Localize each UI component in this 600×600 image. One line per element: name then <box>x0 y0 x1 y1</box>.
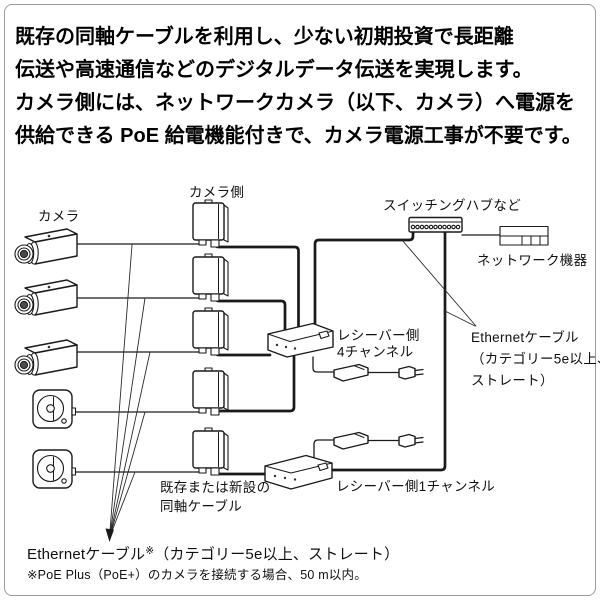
switching-hub-label: スイッチングハブなど <box>383 197 521 213</box>
coax-adapter-icons <box>192 199 229 476</box>
network-device-icon <box>499 225 549 246</box>
ethernet-right-label-line1: Ethernetケーブル <box>471 329 579 345</box>
footnote-label: ※PoE Plus（PoE+）のカメラを接続する場合、50 m以内。 <box>27 567 367 582</box>
power-adapter-icon-1 <box>333 363 369 382</box>
switching-hub-icon <box>408 216 463 233</box>
coax-adapter-icon-2 <box>192 253 229 302</box>
camera-ethernet-cables <box>74 243 204 473</box>
coax-adapter-icon-5 <box>192 427 229 476</box>
network-device-label: ネットワーク機器 <box>477 253 588 268</box>
coax-adapter-icon-3 <box>192 307 229 356</box>
box-camera-icon-3 <box>14 339 78 376</box>
coax-adapter-icon-4 <box>192 367 229 416</box>
hub-ports <box>410 224 461 230</box>
ac-plug-icon-1 <box>398 365 424 380</box>
box-camera-icon-2 <box>14 279 78 316</box>
ethernet-right-label-line2: （カテゴリー5e以上、 <box>471 351 600 367</box>
leader-arrowhead <box>105 528 114 542</box>
ethernet-label-leader-lines <box>105 244 151 542</box>
coax-cable-3 <box>213 347 272 357</box>
ethernet-right-leader-lines <box>401 239 477 327</box>
ethernet-bottom-suffix: （カテゴリー5e以上、ストレート） <box>154 545 399 563</box>
ethernet-bottom-label: Ethernetケーブル※（カテゴリー5e以上、ストレート） <box>27 545 399 563</box>
intro-line-4: 供給できる PoE 給電機能付きで、カメラ電源工事が不要です。 <box>15 125 582 147</box>
receiver-ethernet-cables <box>313 230 501 472</box>
intro-line-2: 伝送や高速通信などのデジタルデータ伝送を実現します。 <box>15 59 533 81</box>
dome-camera-icon-2 <box>32 449 77 489</box>
ac-plug-icon-2 <box>398 433 424 448</box>
intro-line-1: 既存の同軸ケーブルを利用し、少ない初期投資で長距離 <box>15 26 514 48</box>
coax-adapter-icon-1 <box>192 199 229 248</box>
box-camera-icon-1 <box>14 228 78 265</box>
camera-side-label: カメラ側 <box>189 185 244 200</box>
receiver-1ch-icon <box>264 454 333 490</box>
intro-line-3: カメラ側には、ネットワークカメラ（以下、カメラ）へ電源を <box>15 92 575 114</box>
ethernet-right-label-line3: ストレート） <box>471 373 554 388</box>
receiver-4ch-label-line1: レシーバー側 <box>337 328 420 343</box>
dome-camera-icon-1 <box>32 389 77 429</box>
receiver-1ch-label: レシーバー側1チャンネル <box>336 479 495 494</box>
power-adapter-icon-2 <box>333 431 369 450</box>
ethernet-1ch-to-hub <box>330 230 447 472</box>
receiver-4ch-label-line2: 4チャンネル <box>337 345 413 360</box>
ethernet-bottom-prefix: Ethernetケーブル <box>27 545 145 563</box>
camera-label: カメラ <box>38 209 79 224</box>
intro-paragraph: 既存の同軸ケーブルを利用し、少ない初期投資で長距離 伝送や高速通信などのデジタル… <box>15 21 587 153</box>
power-cords <box>312 356 400 459</box>
coax-label-line1: 既存または新設の <box>160 480 270 495</box>
receiver4ch-power-cord <box>312 356 335 373</box>
receiver-4ch-icon <box>267 322 334 358</box>
ethernet-4ch-to-hub <box>313 230 415 328</box>
coax-label-line2: 同軸ケーブル <box>160 498 242 514</box>
ethernet-bottom-ref-mark: ※ <box>145 545 154 557</box>
receiver1ch-power-cord <box>313 439 335 459</box>
